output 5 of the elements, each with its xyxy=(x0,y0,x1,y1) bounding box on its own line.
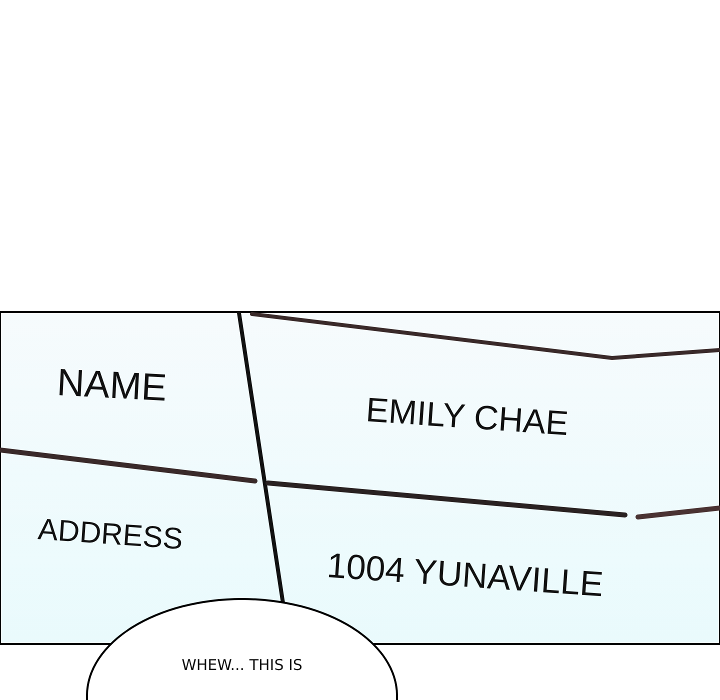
field-value: 1004 YUNAVILLE xyxy=(326,548,604,602)
field-label: NAME xyxy=(56,364,168,408)
field-label: ADDRESS xyxy=(36,515,184,556)
field-value: EMILY CHAE xyxy=(364,393,570,442)
speech-text: WHEW... THIS IS xyxy=(180,656,304,674)
